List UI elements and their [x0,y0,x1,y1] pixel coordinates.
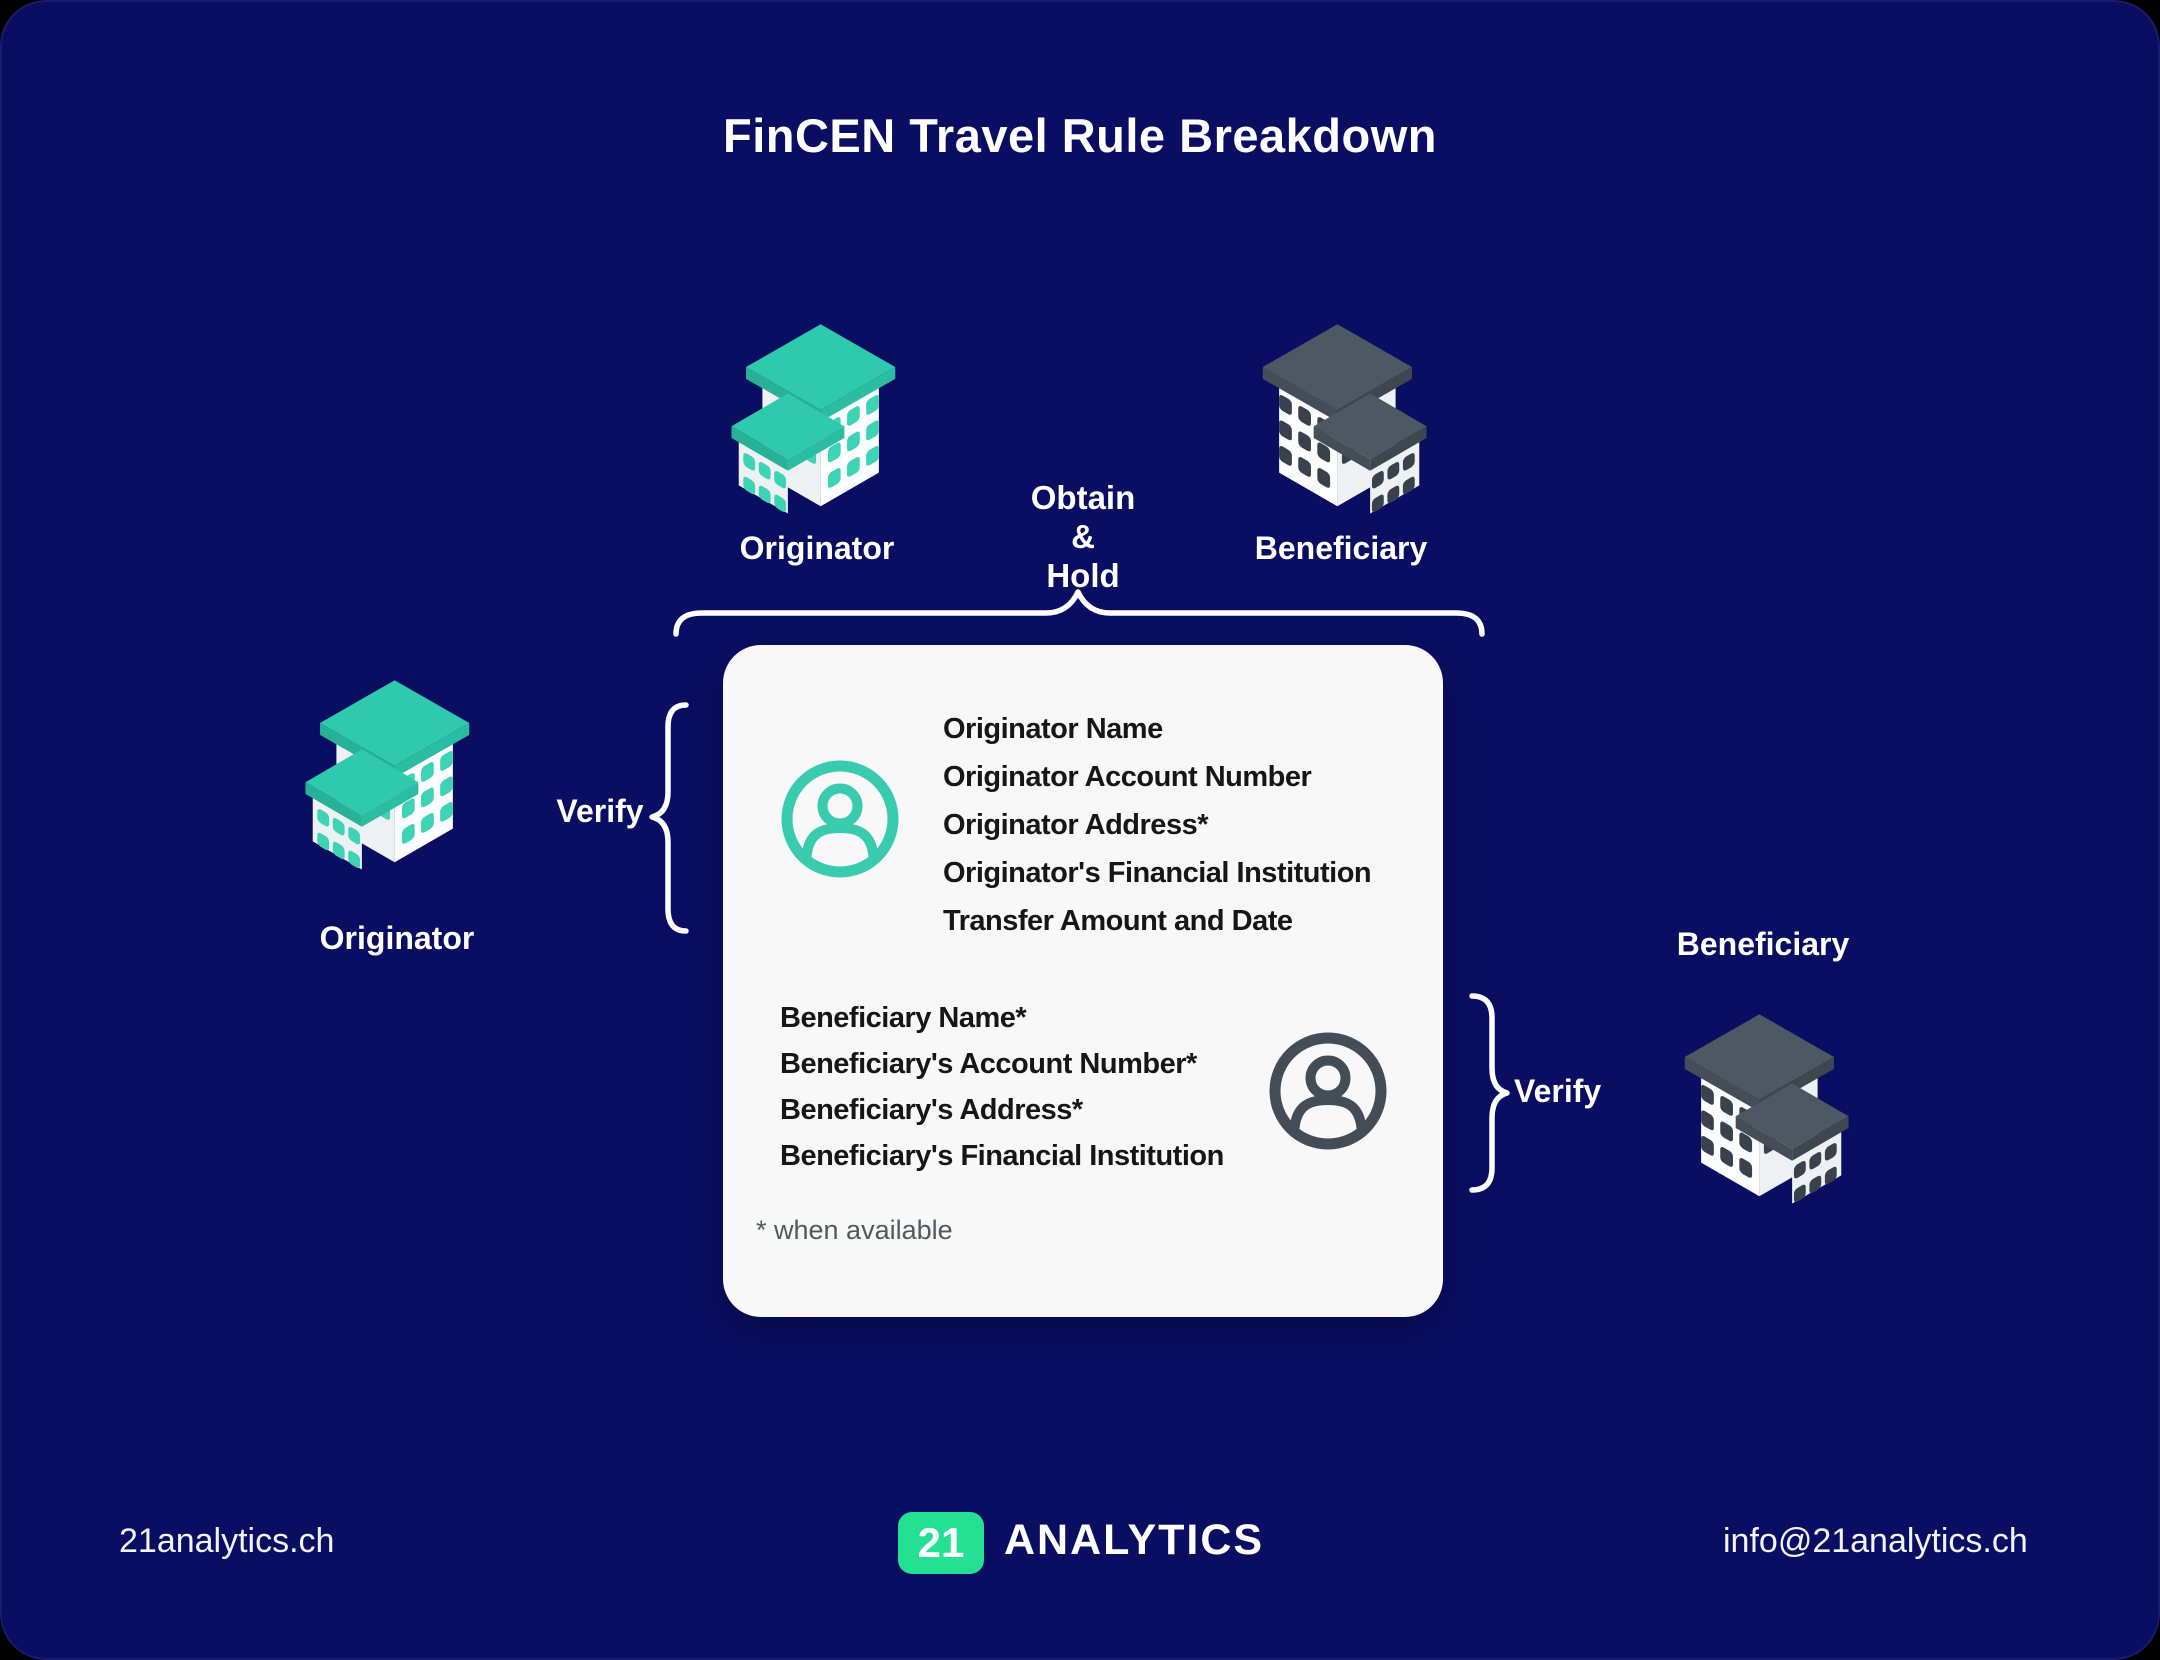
footer-website-link[interactable]: 21analytics.ch [119,1522,335,1560]
originator-field: Originator Account Number [943,761,1312,793]
right-beneficiary-building-icon [1672,996,1854,1210]
originator-field: Originator Address* [943,809,1208,841]
beneficiary-field-list: Beneficiary Name* Beneficiary's Account N… [780,995,1224,1179]
footer-email-link[interactable]: info@21analytics.ch [1723,1522,2028,1560]
page-title: FinCEN Travel Rule Breakdown [723,109,1437,162]
top-beneficiary-label: Beneficiary [1254,530,1428,566]
beneficiary-user-icon [1266,1029,1390,1153]
originator-field: Originator's Financial Institution [943,857,1372,889]
beneficiary-field: Beneficiary's Account Number* [780,1048,1197,1080]
logo-21-badge: 21 [898,1512,984,1574]
obtain-hold-line: & [1071,518,1095,555]
logo-analytics-wordmark: ANALYTICS [1004,1516,1265,1564]
top-originator-label: Originator [739,530,895,566]
beneficiary-field: Beneficiary Name* [780,1002,1027,1034]
left-verify-label: Verify [556,793,644,829]
originator-field: Originator Name [943,713,1163,745]
beneficiary-building-icon [1250,306,1432,520]
right-verify-label: Verify [1514,1073,1602,1109]
verify-brace-right [1469,993,1510,1193]
originator-building-icon [726,306,908,520]
obtain-hold-text: Obtain&Hold [983,478,1183,595]
availability-footnote: * when available [756,1215,953,1245]
obtain-hold-line: Obtain [1030,479,1136,516]
left-originator-label: Originator [319,920,475,956]
left-originator-building-icon [300,662,482,876]
obtain-hold-brace [673,589,1485,637]
beneficiary-field: Beneficiary's Financial Institution [780,1140,1224,1172]
beneficiary-field: Beneficiary's Address* [780,1094,1083,1126]
originator-user-icon [778,757,902,881]
right-beneficiary-label: Beneficiary [1676,926,1850,962]
originator-field: Transfer Amount and Date [943,905,1293,937]
obtain-hold-line: Hold [1046,557,1120,594]
